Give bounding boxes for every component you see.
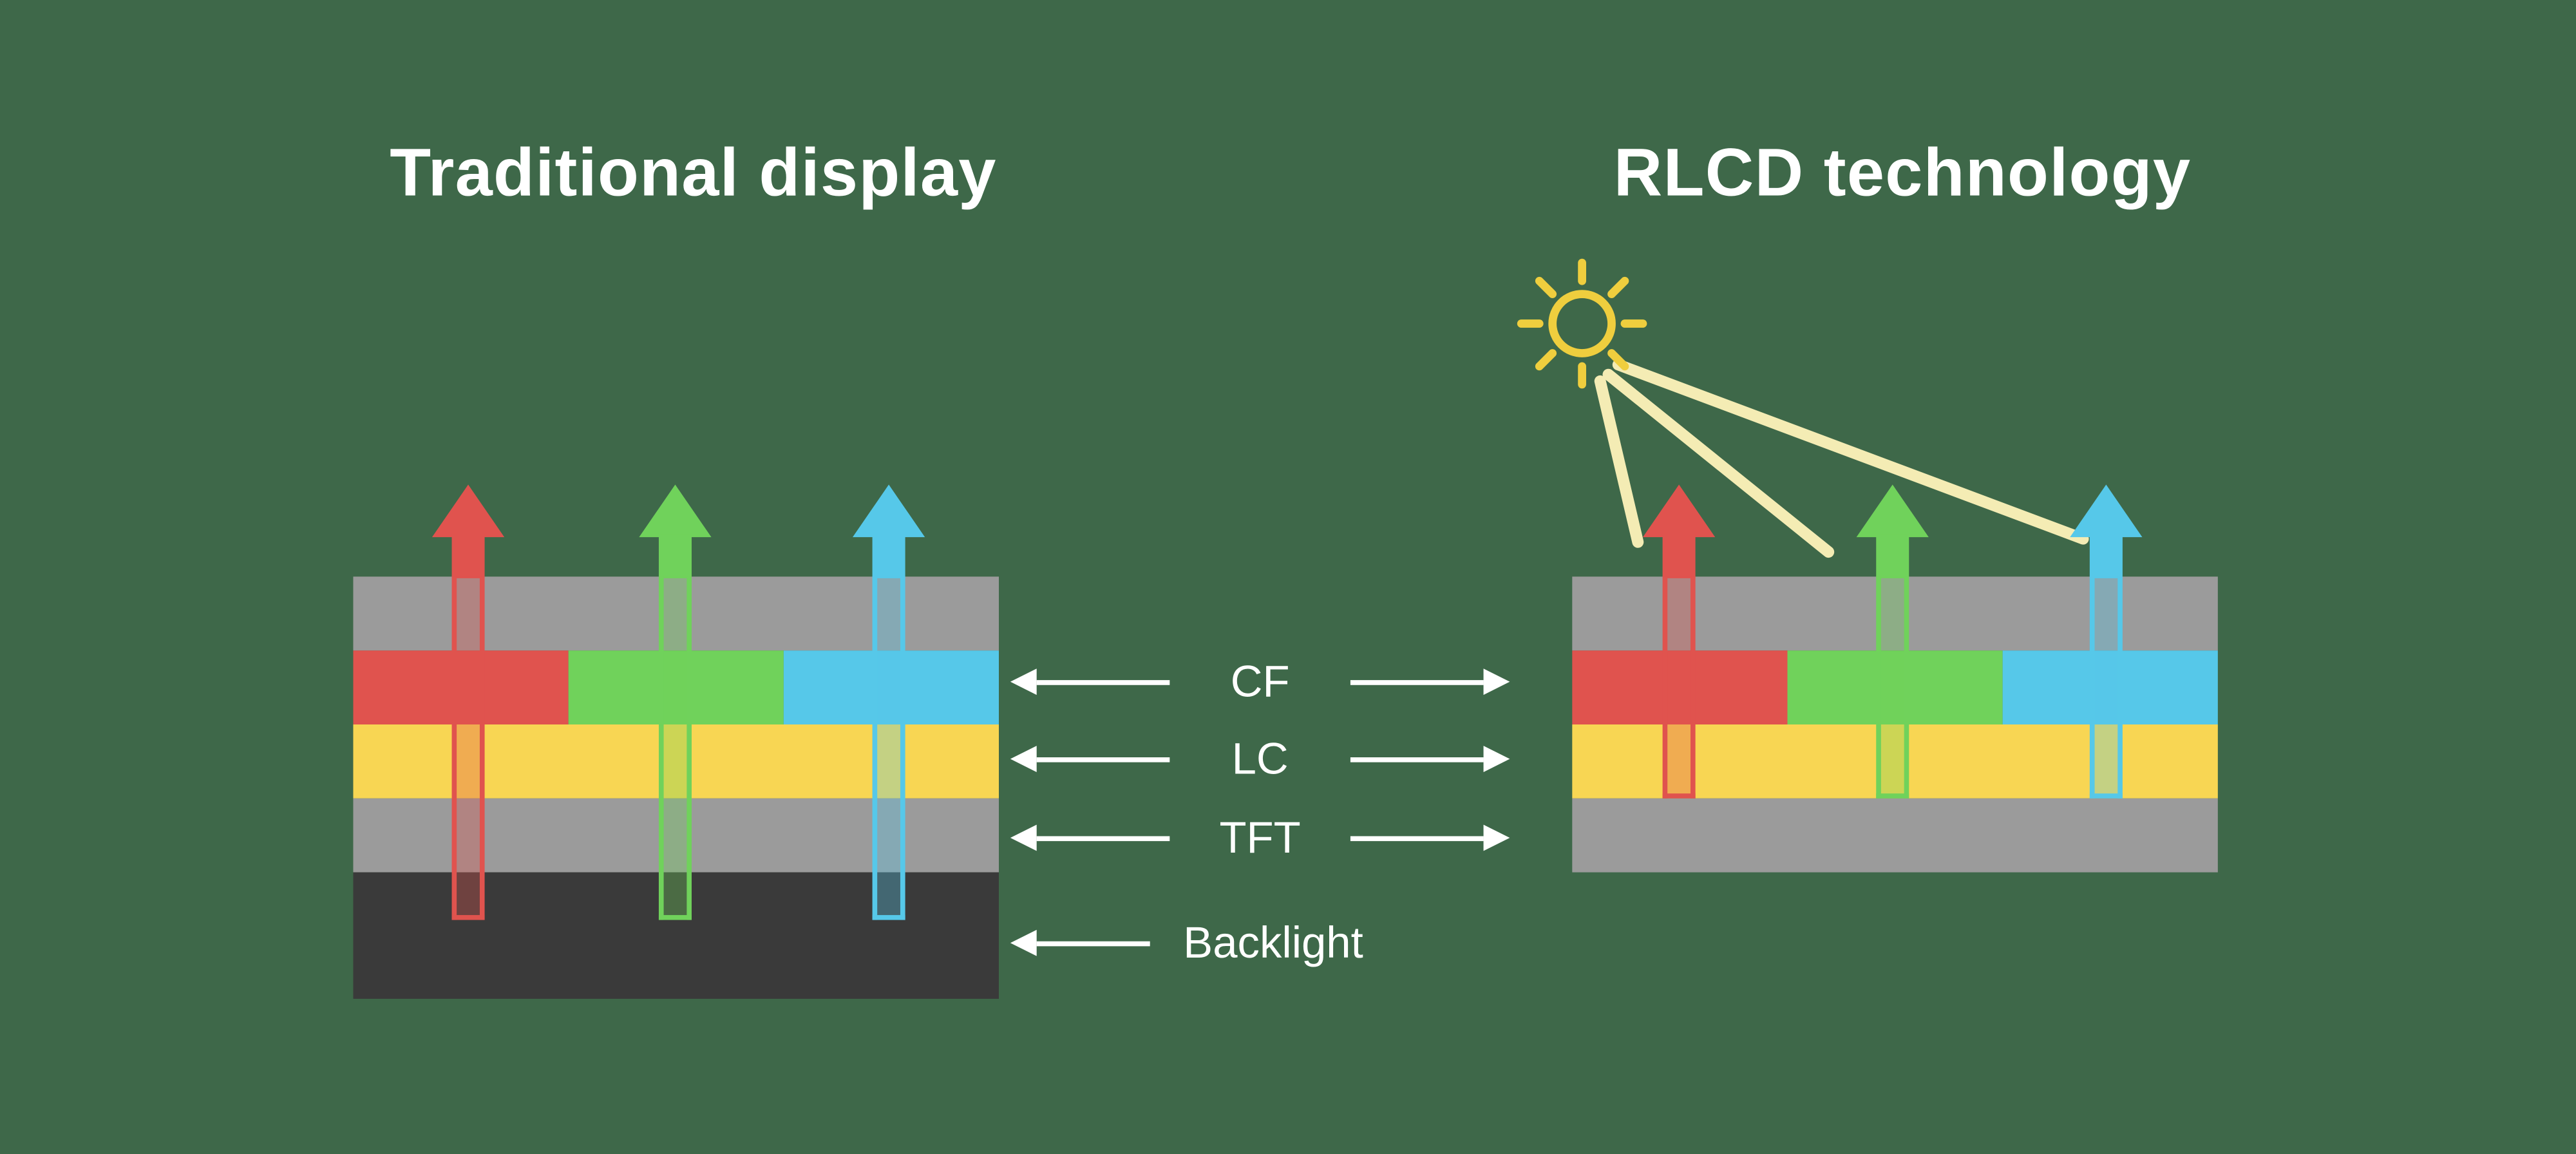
lc-label: LC [1231,733,1289,783]
tft-label: TFT [1219,812,1301,862]
arrow-head [852,484,925,538]
arrow-shaft [1876,534,1909,578]
backlight-label: Backlight [1183,917,1363,967]
arrow-head [1643,484,1716,538]
tft-label-row: TFT [1010,812,1510,863]
arrow-shaft [451,534,485,578]
up-arrow-green [639,484,712,920]
tft-layer [1572,798,2218,873]
backlight-label-row: Backlight [1010,918,1396,968]
left-pointer-arrow [1010,746,1170,772]
arrow-head-icon [1483,668,1510,695]
arrow-line [1036,756,1170,762]
up-arrow-green [1856,484,1929,799]
arrow-head-icon [1010,824,1037,851]
arrow-line [1036,940,1150,946]
arrow-shaft [1662,534,1696,578]
arrow-head [639,484,712,538]
cf-label: CF [1230,656,1290,706]
left-pointer-arrow [1010,929,1150,956]
arrow-shaft-through-layers [1662,576,1696,799]
up-arrow-red [1643,484,1716,799]
arrow-head-icon [1010,668,1037,695]
arrow-head-icon [1483,746,1510,772]
arrow-line [1036,679,1170,685]
arrow-line [1350,679,1484,685]
sun-icon [1517,258,1647,389]
arrow-shaft-through-layers [1876,576,1909,799]
arrow-shaft-through-layers [451,576,485,920]
right-pointer-arrow [1350,668,1510,695]
traditional-display-title: Traditional display [390,135,997,211]
arrow-shaft-through-layers [872,576,905,920]
arrow-head-icon [1483,824,1510,851]
arrow-head-icon [1010,929,1037,956]
arrow-shaft [872,534,905,578]
arrow-line [1036,835,1170,840]
arrow-head-icon [1010,746,1037,772]
arrow-head [2070,484,2143,538]
left-pointer-arrow [1010,668,1170,695]
arrow-shaft-through-layers [2089,576,2123,799]
cf-label-row: CF [1010,656,1510,706]
up-arrow-red [431,484,505,920]
arrow-shaft [2089,534,2123,578]
arrow-line [1350,835,1484,840]
right-pointer-arrow [1350,824,1510,851]
rlcd-technology-title: RLCD technology [1613,135,2192,211]
arrow-line [1350,756,1484,762]
up-arrow-cyan [2070,484,2143,799]
arrow-head [1856,484,1929,538]
lc-label-row: LC [1010,733,1510,784]
left-pointer-arrow [1010,824,1170,851]
right-pointer-arrow [1350,746,1510,772]
arrow-head [431,484,505,538]
up-arrow-cyan [852,484,925,920]
arrow-shaft [658,534,692,578]
arrow-shaft-through-layers [658,576,692,920]
